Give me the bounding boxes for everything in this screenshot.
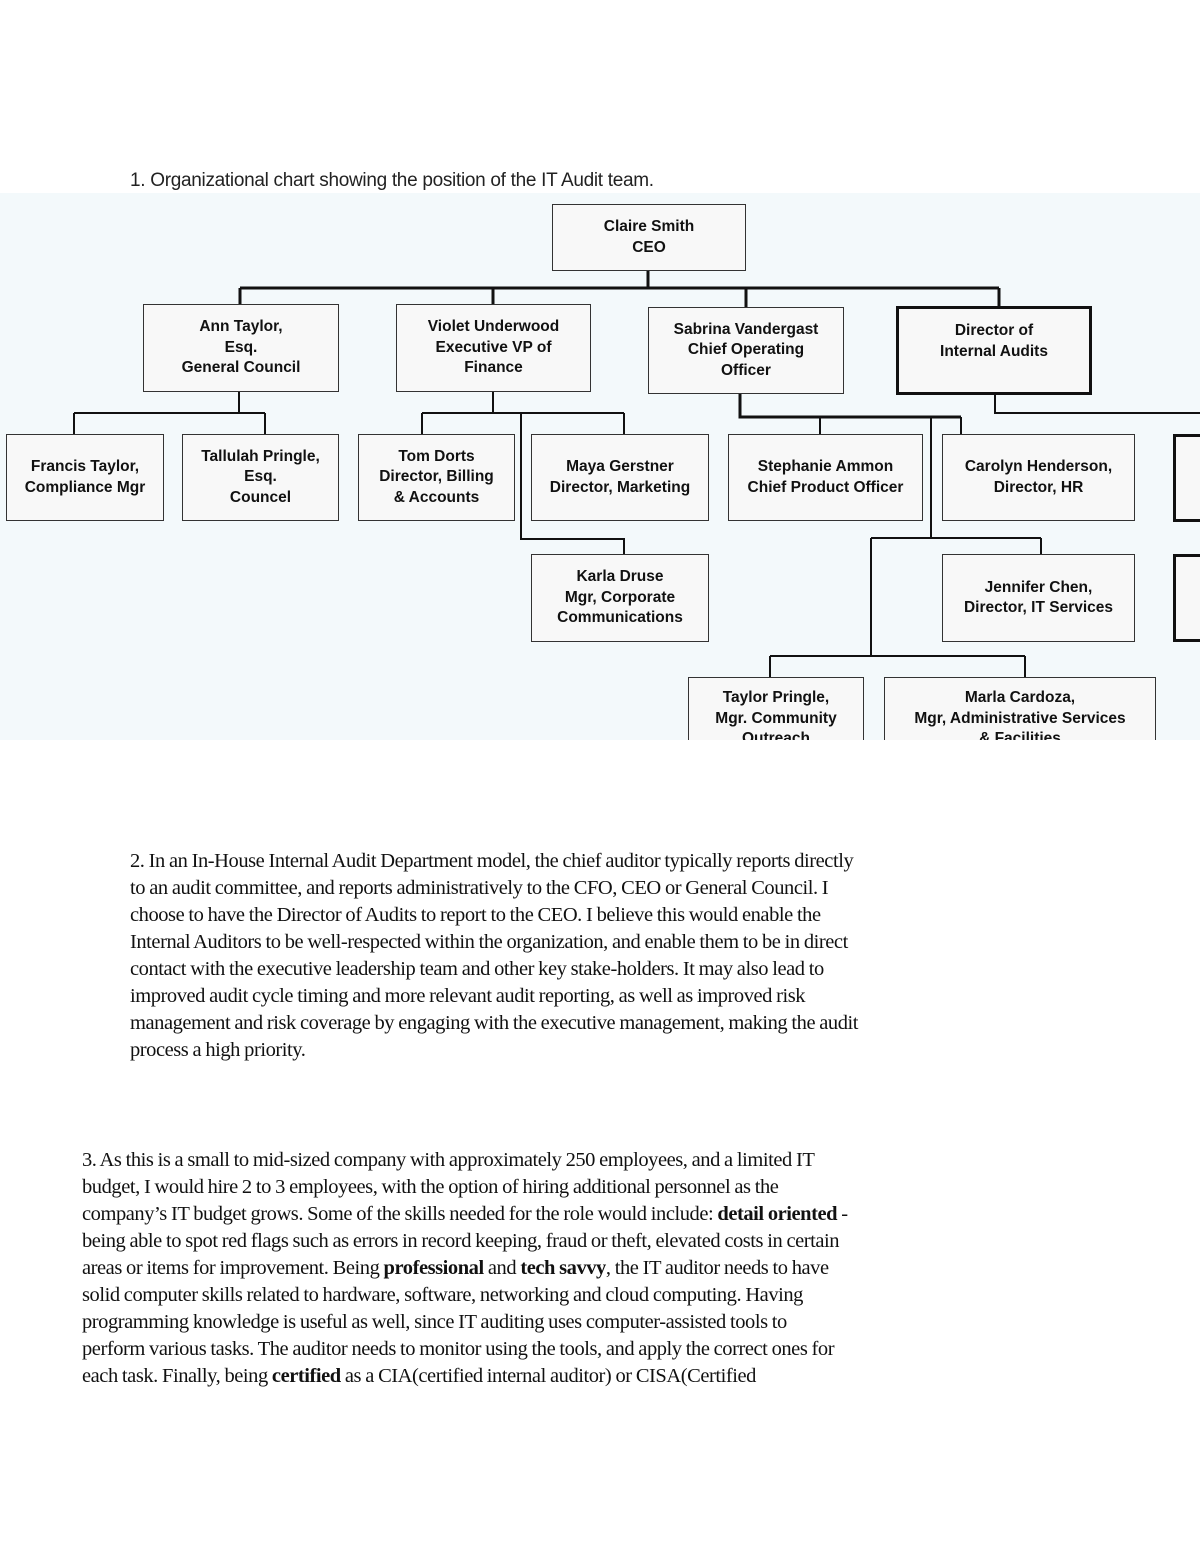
- text-line: 2. In an In-House Internal Audit Departm…: [130, 848, 858, 875]
- org-box-compliance-mgr: Francis Taylor, Compliance Mgr: [6, 434, 164, 521]
- org-box-director-it-services: Jennifer Chen, Director, IT Services: [942, 554, 1135, 642]
- org-box-councel: Tallulah Pringle, Esq. Councel: [182, 434, 339, 521]
- text-line: solid computer skills related to hardwar…: [82, 1282, 848, 1309]
- text-line: management and risk coverage by engaging…: [130, 1010, 858, 1037]
- figure-caption: 1. Organizational chart showing the posi…: [130, 170, 654, 191]
- text-line: being able to spot red flags such as err…: [82, 1228, 848, 1255]
- text-run: programming knowledge is useful as well,…: [82, 1311, 787, 1333]
- connector-ann-children: [73, 391, 266, 434]
- connector-sabrina-children: [769, 417, 1042, 677]
- bold-text: professional: [383, 1257, 485, 1279]
- org-box-mgr-corporate-communications: Karla Druse Mgr, Corporate Communication…: [531, 554, 709, 642]
- text-run: each task. Finally, being: [82, 1365, 272, 1387]
- bold-text: detail oriented: [717, 1203, 838, 1225]
- text-run: Internal Auditors to be well-respected w…: [130, 931, 848, 953]
- text-run: budget, I would hire 2 to 3 employees, w…: [82, 1176, 779, 1198]
- org-box-mgr-community-outreach: Taylor Pringle, Mgr. Community Outreach: [688, 677, 864, 740]
- text-run: areas or items for improvement. Being: [82, 1257, 384, 1279]
- text-run: 3. As this is a small to mid-sized compa…: [82, 1149, 815, 1171]
- connector-sabrina-bus: [738, 393, 961, 419]
- org-box-director-marketing: Maya Gerstner Director, Marketing: [531, 434, 709, 521]
- org-box-director-billing: Tom Dorts Director, Billing & Accounts: [358, 434, 515, 521]
- text-run: management and risk coverage by engaging…: [130, 1012, 859, 1034]
- text-line: improved audit cycle timing and more rel…: [130, 983, 858, 1010]
- text-run: , the IT auditor needs to have: [605, 1257, 829, 1279]
- text-line: Internal Auditors to be well-respected w…: [130, 929, 858, 956]
- bold-text: tech savvy: [520, 1257, 606, 1279]
- text-line: contact with the executive leadership te…: [130, 956, 858, 983]
- org-box-audit-team-cutoff-1: [1173, 434, 1200, 522]
- text-line: choose to have the Director of Audits to…: [130, 902, 858, 929]
- text-run: solid computer skills related to hardwar…: [82, 1284, 803, 1306]
- org-box-director-internal-audits: Director of Internal Audits: [896, 306, 1092, 395]
- text-run: improved audit cycle timing and more rel…: [130, 985, 806, 1007]
- text-line: perform various tasks. The auditor needs…: [82, 1336, 848, 1363]
- org-box-chief-product-officer: Stephanie Ammon Chief Product Officer: [728, 434, 923, 521]
- bold-text: certified: [271, 1365, 341, 1387]
- org-box-ceo: Claire Smith CEO: [552, 204, 746, 271]
- org-box-vp-finance: Violet Underwood Executive VP of Finance: [396, 304, 591, 392]
- paragraph-3: 3. As this is a small to mid-sized compa…: [82, 1147, 848, 1390]
- text-run: process a high priority.: [130, 1039, 306, 1061]
- org-chart: Claire Smith CEO Ann Taylor, Esq. Genera…: [0, 0, 1200, 740]
- text-line: company’s IT budget grows. Some of the s…: [82, 1201, 848, 1228]
- connector-director-children: [994, 394, 1200, 414]
- text-run: to an audit committee, and reports admin…: [130, 877, 829, 899]
- text-run: as a CIA(certified internal auditor) or …: [340, 1365, 756, 1387]
- text-line: programming knowledge is useful as well,…: [82, 1309, 848, 1336]
- text-line: areas or items for improvement. Being pr…: [82, 1255, 848, 1282]
- org-box-general-council: Ann Taylor, Esq. General Council: [143, 304, 339, 392]
- text-run: contact with the executive leadership te…: [130, 958, 824, 980]
- text-run: perform various tasks. The auditor needs…: [82, 1338, 835, 1360]
- text-line: process a high priority.: [130, 1037, 858, 1064]
- org-chart-connectors: [73, 270, 1200, 677]
- text-line: 3. As this is a small to mid-sized compa…: [82, 1147, 848, 1174]
- org-box-mgr-administrative-services: Marla Cardoza, Mgr, Administrative Servi…: [884, 677, 1156, 740]
- text-run: choose to have the Director of Audits to…: [130, 904, 821, 926]
- text-run: 2. In an In-House Internal Audit Departm…: [130, 850, 854, 872]
- text-line: each task. Finally, being certified as a…: [82, 1363, 848, 1390]
- text-run: and: [483, 1257, 521, 1279]
- text-run: company’s IT budget grows. Some of the s…: [82, 1203, 718, 1225]
- org-box-audit-team-cutoff-2: [1173, 554, 1200, 642]
- text-run: -: [837, 1203, 848, 1225]
- org-box-director-hr: Carolyn Henderson, Director, HR: [942, 434, 1135, 521]
- text-run: being able to spot red flags such as err…: [82, 1230, 840, 1252]
- org-box-coo: Sabrina Vandergast Chief Operating Offic…: [648, 307, 844, 394]
- paragraph-2: 2. In an In-House Internal Audit Departm…: [130, 848, 858, 1064]
- connector-violet-children: [421, 391, 625, 554]
- text-line: budget, I would hire 2 to 3 employees, w…: [82, 1174, 848, 1201]
- text-line: to an audit committee, and reports admin…: [130, 875, 858, 902]
